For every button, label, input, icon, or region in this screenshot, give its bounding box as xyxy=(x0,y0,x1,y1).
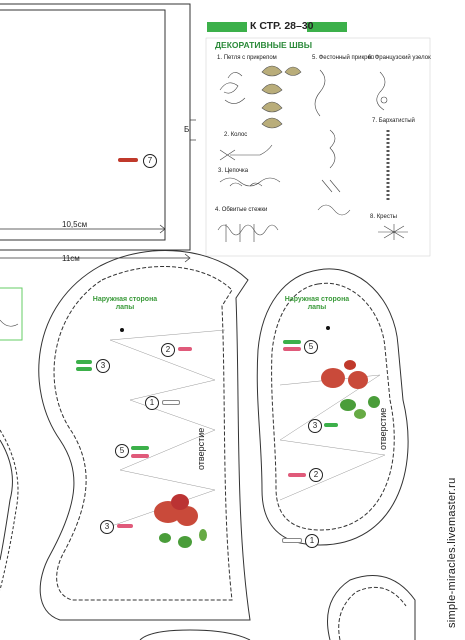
partial-outline xyxy=(0,439,13,561)
stitch-label-5: 5. Фестонный прикреп xyxy=(312,55,375,61)
bead-green xyxy=(324,423,338,427)
left-marker-2: 2 xyxy=(161,343,175,357)
right-marker-3: 3 xyxy=(308,419,322,433)
left-marker-3b: 3 xyxy=(100,520,114,534)
bead-pink xyxy=(178,347,192,351)
bead-pink xyxy=(131,454,149,458)
left-paw-side-label: Наружная сторона лапы xyxy=(92,296,158,311)
bead-pink xyxy=(117,524,133,528)
left-paw-opening-label: отверстие xyxy=(196,427,206,470)
stitch-label-6: 6. Французский узелок xyxy=(368,55,431,61)
partial-shape-bottom xyxy=(327,575,416,640)
stitch-label-2: 2. Колос xyxy=(224,132,248,138)
bead-white xyxy=(282,538,302,543)
watermark: simple-miracles.livemaster.ru xyxy=(446,477,458,628)
partial-outline-dashed xyxy=(0,429,19,591)
bead-pink xyxy=(288,473,306,477)
partial-shape-bottom-dashed xyxy=(338,586,407,640)
stitch-label-4: 4. Обвитые стежки xyxy=(215,207,268,213)
stitch-illustrations xyxy=(217,65,408,242)
left-paw-outer xyxy=(38,250,251,621)
right-paw-guides xyxy=(279,374,386,501)
right-marker-2: 2 xyxy=(309,468,323,482)
right-paw-side-label: Наружная сторона лапы xyxy=(284,296,350,311)
bead-red xyxy=(118,158,138,162)
bead-green xyxy=(283,340,301,344)
left-paw-inner xyxy=(53,266,233,601)
bead-green xyxy=(131,446,149,450)
dim-outer-width: 11см xyxy=(62,254,80,263)
stitch-label-7: 7. Бархатистый xyxy=(372,118,415,124)
stitch-section-title: ДЕКОРАТИВНЫЕ ШВЫ xyxy=(215,40,313,50)
right-marker-5: 5 xyxy=(304,340,318,354)
header-title: К СТР. 28–30 xyxy=(250,20,314,32)
right-paw-inner xyxy=(271,282,395,531)
dot-marker xyxy=(120,328,124,332)
partial-shape-bottom-left xyxy=(139,629,251,640)
bead-pink xyxy=(283,347,301,351)
right-marker-1: 1 xyxy=(305,534,319,548)
bead-green xyxy=(76,360,92,364)
dim-inner-width: 10,5см xyxy=(62,220,88,229)
left-marker-3a: 3 xyxy=(96,359,110,373)
left-paw-roses xyxy=(154,494,207,548)
partial-shape-green xyxy=(0,287,23,341)
marker-7: 7 xyxy=(143,154,157,168)
bead-green xyxy=(76,367,92,371)
left-marker-5: 5 xyxy=(115,444,129,458)
dot-marker xyxy=(326,326,330,330)
dim-side-label: Б xyxy=(184,125,190,134)
right-paw-roses xyxy=(321,360,380,419)
stitch-chart-box xyxy=(205,37,431,257)
rectangle-template xyxy=(0,3,191,263)
stitch-label-3: 3. Цепочка xyxy=(218,168,249,174)
header-bar xyxy=(207,22,347,32)
partial-stitch xyxy=(0,319,19,327)
right-paw-opening-label: отверстие xyxy=(378,407,388,450)
stitch-label-1: 1. Петля с прикрепом xyxy=(217,55,277,61)
bead-white xyxy=(162,400,180,405)
left-paw-guides xyxy=(99,329,226,531)
stitch-label-8: 8. Кресты xyxy=(370,214,397,220)
left-marker-1: 1 xyxy=(145,396,159,410)
